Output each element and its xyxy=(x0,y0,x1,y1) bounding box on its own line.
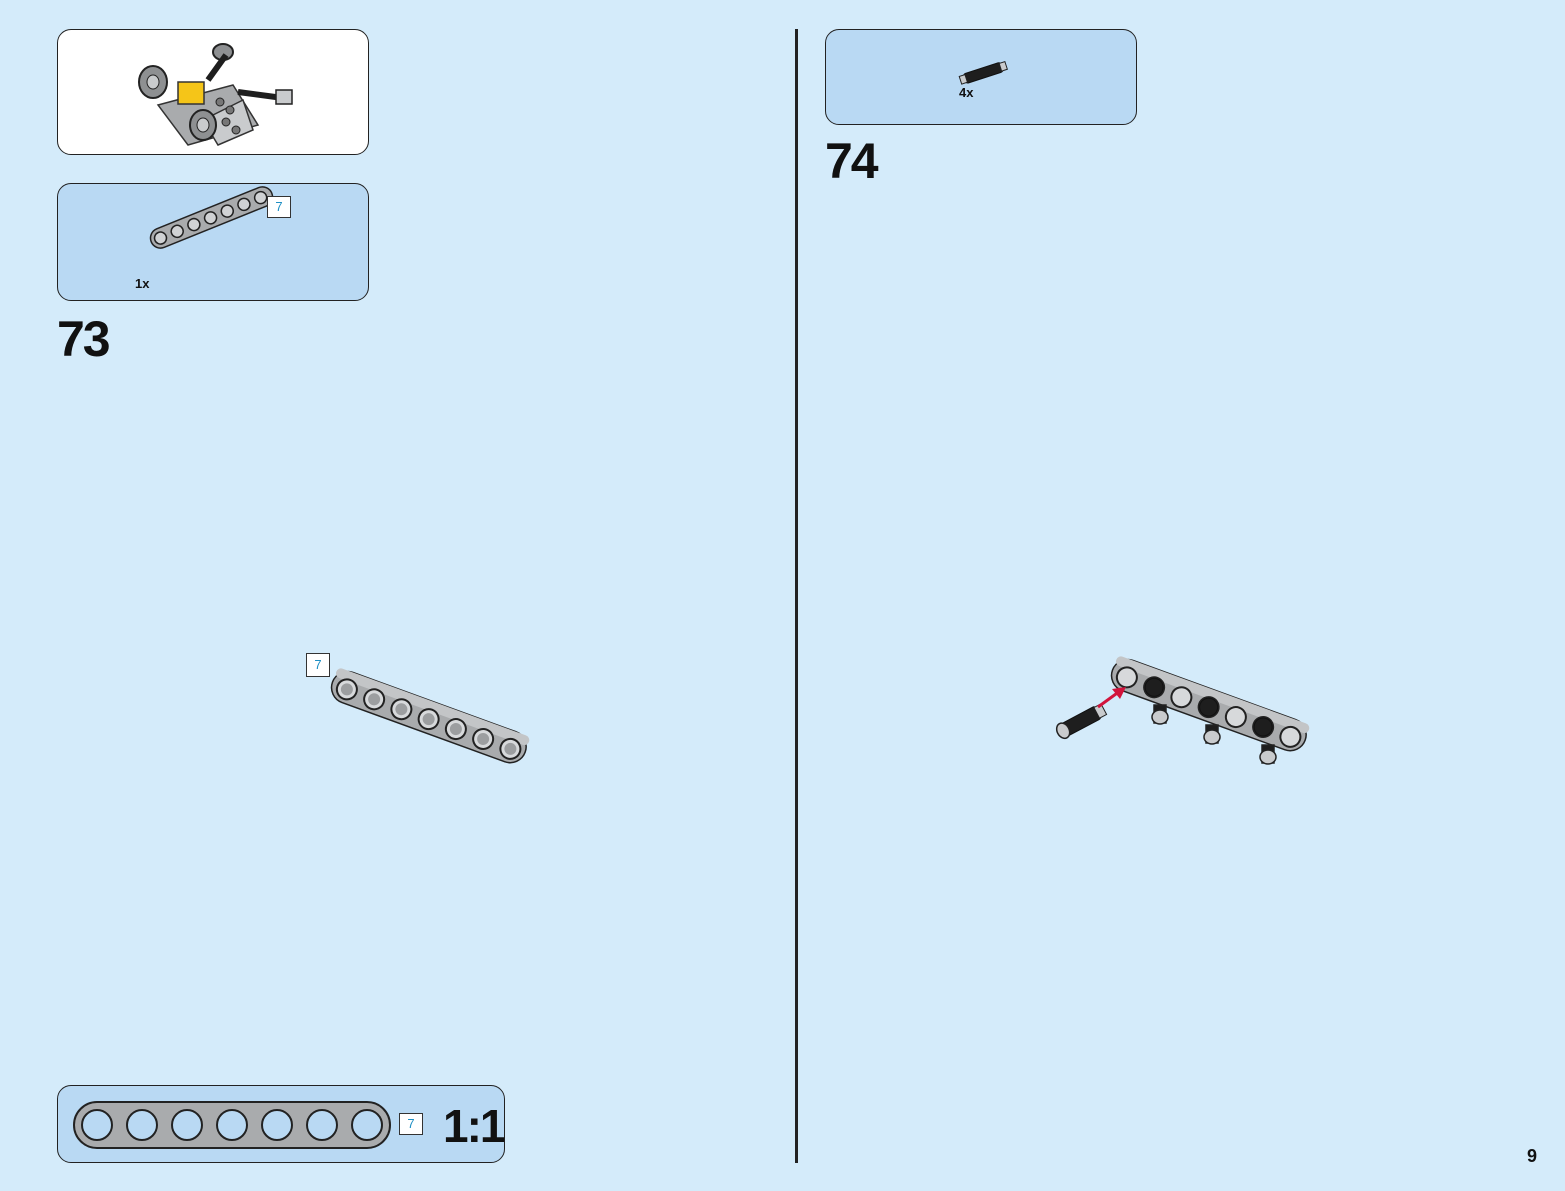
part-quantity-label: 4x xyxy=(959,85,974,100)
scale-reference-box: 7 1:1 xyxy=(57,1085,506,1163)
beam-length-badge: 7 xyxy=(267,196,291,218)
technic-beam-7-icon xyxy=(149,186,274,249)
submodel-preview-icon xyxy=(138,43,293,146)
red-arrow-icon xyxy=(1097,687,1126,709)
technic-beam-7-icon xyxy=(73,1101,391,1149)
submodel-preview-box xyxy=(57,29,369,155)
part-quantity-label: 1x xyxy=(135,276,150,291)
pin-end xyxy=(1151,704,1277,765)
technic-pin-icon xyxy=(1055,703,1108,740)
technic-pin-icon xyxy=(958,61,1008,85)
page-number: 9 xyxy=(1526,1146,1537,1166)
step-number-74: 74 xyxy=(825,133,879,189)
beam-length-badge-scale: 7 xyxy=(399,1113,423,1135)
parts-list-callout-73: 7 1x xyxy=(57,183,369,301)
page-divider xyxy=(795,29,798,1163)
scale-label: 1:1 xyxy=(443,1100,506,1152)
parts-list-callout-74: 4x xyxy=(825,29,1137,125)
technic-beam-7-icon xyxy=(330,668,530,764)
step-number-73: 73 xyxy=(57,311,111,367)
step-74-assembly xyxy=(1055,656,1310,765)
beam-length-badge-main: 7 xyxy=(306,653,330,677)
